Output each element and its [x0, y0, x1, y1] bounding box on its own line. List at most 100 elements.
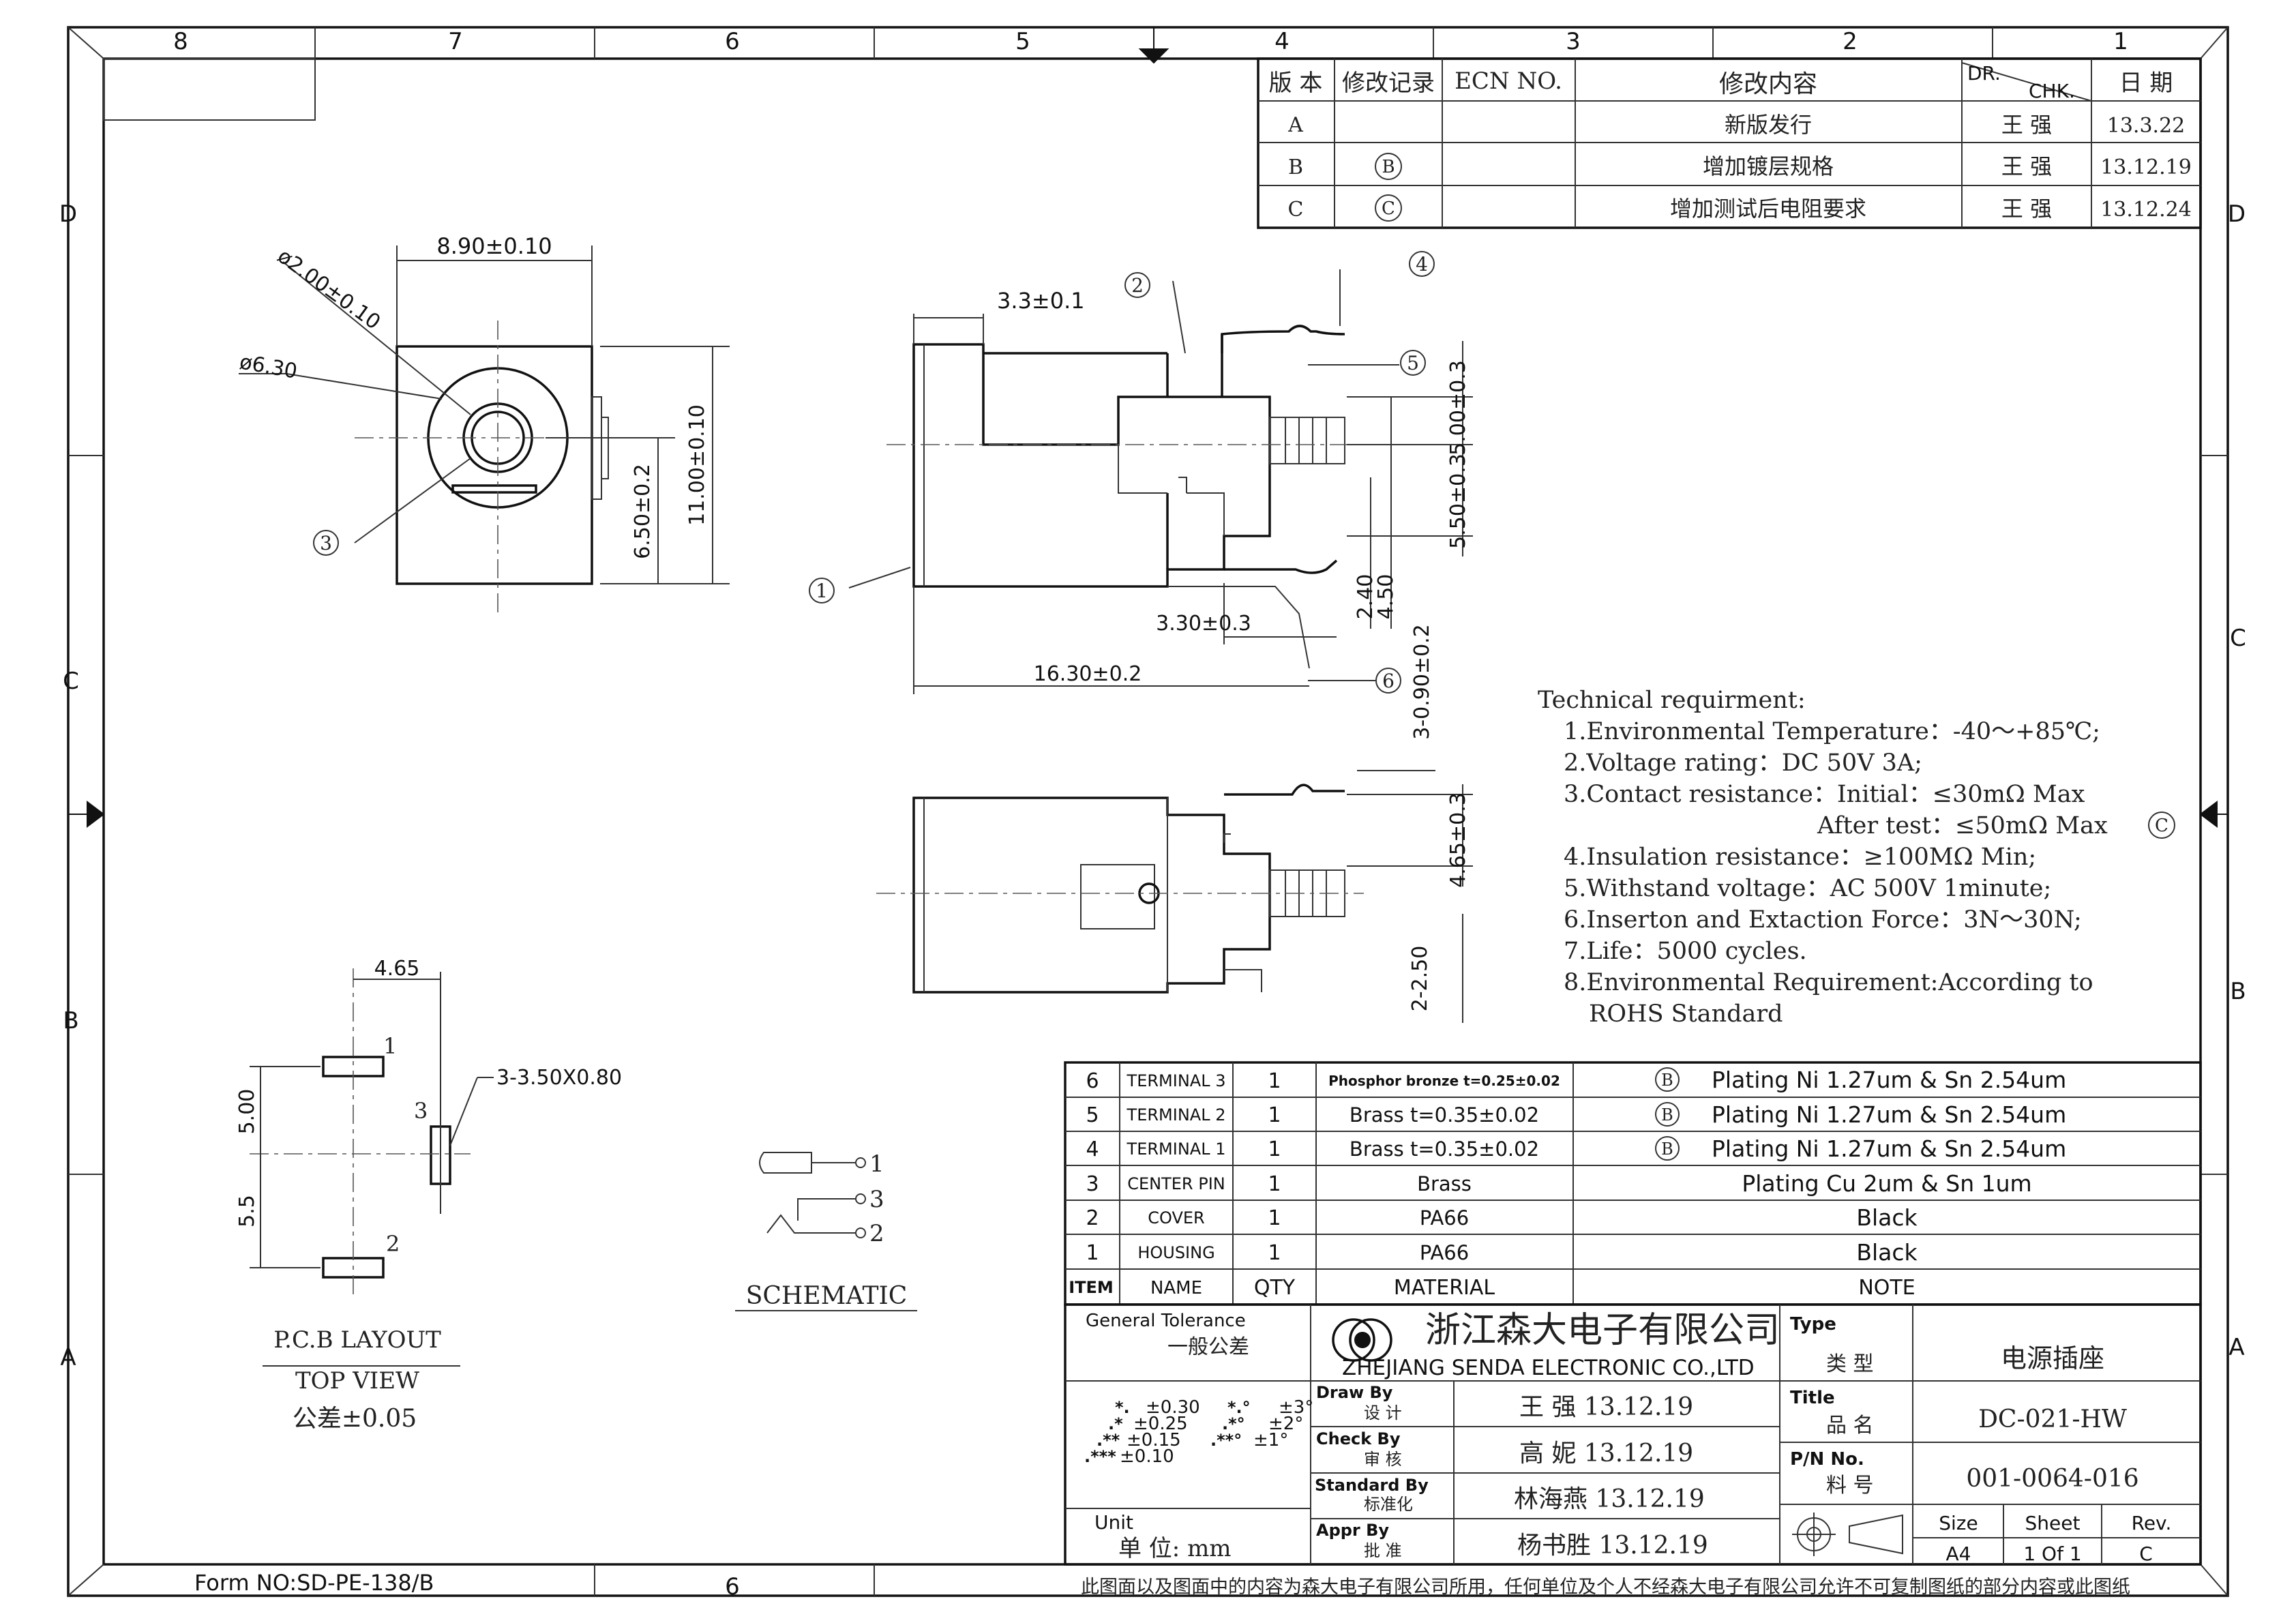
rev-drawer: 王 强: [2001, 112, 2052, 138]
pcb-dim-pitch: 4.65: [374, 957, 420, 981]
bom-name: TERMINAL 2: [1127, 1105, 1226, 1125]
tech-item-3: 3.Contact resistance：Initial：≤30mΩ Max: [1564, 781, 2085, 808]
pcb-pin-3: 3: [414, 1098, 428, 1124]
front-dim-pin-diameter: ø2.00±0.10: [273, 244, 385, 334]
front-dim-width: 8.90±0.10: [436, 233, 552, 259]
row-ticks: [68, 455, 2228, 1175]
bom-material: Brass t=0.35±0.02: [1350, 1103, 1539, 1127]
rev-row-a: A 新版发行 王 强 13.3.22: [1287, 112, 2185, 138]
projection-symbol: [1792, 1513, 1903, 1556]
tolerance-value: ±1°: [1253, 1430, 1288, 1450]
unit-value: 单 位: mm: [1118, 1535, 1232, 1562]
tech-item-8: 8.Environmental Requirement:According to: [1564, 969, 2093, 996]
bom-item: 3: [1086, 1172, 1099, 1196]
pcb-tolerance: 公差±0.05: [293, 1405, 417, 1433]
bom-qty: 1: [1268, 1206, 1281, 1230]
front-dim-height: 11.00±0.10: [685, 404, 709, 526]
row-label-c-right: C: [2230, 625, 2246, 652]
tol-mark: .**: [1097, 1431, 1120, 1450]
tol-mark: .***: [1084, 1447, 1116, 1466]
bom-row-1: 1 HOUSING 1 PA66 Black: [1086, 1239, 1918, 1266]
side-dim-top-height: 5.00±0.3: [1446, 360, 1470, 456]
side-callout-6: 6: [1382, 670, 1395, 692]
company-logo: [1332, 1318, 1392, 1362]
bom-header-name: NAME: [1150, 1278, 1202, 1298]
bom-row-3: 3 CENTER PIN 1 Brass Plating Cu 2um & Sn…: [1086, 1170, 2031, 1197]
rev-date: 13.12.24: [2100, 198, 2192, 222]
rev-label: Rev.: [2132, 1512, 2172, 1534]
tech-item-4: 4.Insulation resistance：≥100MΩ Min;: [1564, 844, 2036, 871]
draw-by-cn: 设 计: [1364, 1403, 1402, 1423]
bom-row-2: 2 COVER 1 PA66 Black: [1086, 1204, 1918, 1231]
company-name-cn: 浙江森大电子有限公司: [1425, 1310, 1780, 1351]
bom-item: 2: [1086, 1206, 1099, 1230]
tol-mark: *.: [1115, 1398, 1130, 1417]
side-callout-2: 2: [1131, 274, 1144, 297]
side-dim-pin-gap: 2.40: [1354, 574, 1377, 620]
tol-mark: *.°: [1227, 1398, 1251, 1417]
tech-item-1: 1.Environmental Temperature：-40～+85℃;: [1564, 718, 2100, 745]
row-label-b-left: B: [63, 1007, 78, 1034]
bottom-view: [876, 784, 1473, 1023]
rev-header-version: 版 本: [1269, 70, 1323, 97]
bom-qty: 1: [1268, 1137, 1281, 1161]
type-label: Type: [1790, 1314, 1836, 1335]
schematic: [735, 1152, 917, 1311]
col-label-2: 2: [1843, 28, 1858, 55]
standard-by-label: Standard By: [1315, 1476, 1429, 1495]
rev-header-content: 修改内容: [1719, 70, 1817, 98]
bom-header-qty: QTY: [1254, 1276, 1296, 1300]
rev-version: C: [1288, 198, 1304, 222]
bom-qty: 1: [1268, 1241, 1281, 1265]
schematic-pin-3: 3: [869, 1186, 884, 1213]
row-label-c-left: C: [63, 668, 79, 695]
bom-material: Phosphor bronze t=0.25±0.02: [1328, 1073, 1560, 1089]
check-by-value: 高 妮 13.12.19: [1519, 1440, 1693, 1468]
rev-value: C: [2139, 1543, 2153, 1565]
form-number: Form NO:SD-PE-138/B: [194, 1570, 434, 1596]
bom-qty: 1: [1268, 1103, 1281, 1127]
tolerance-values: *. .* .** .*** ±0.30 ±0.25 ±0.15 ±0.10 *…: [1084, 1397, 1313, 1467]
type-value: 电源插座: [2001, 1343, 2104, 1373]
side-dim-pin-offset: 3.30±0.3: [1156, 612, 1251, 636]
pcb-dim-lower: 5.5: [235, 1195, 259, 1227]
bom-material: PA66: [1420, 1241, 1469, 1264]
col-label-7: 7: [448, 28, 463, 55]
tech-item-5: 5.Withstand voltage：AC 500V 1minute;: [1564, 875, 2051, 902]
standard-by-row: Standard By 标准化 林海燕 13.12.19: [1315, 1476, 1705, 1514]
bom-item: 1: [1086, 1241, 1099, 1265]
schematic-pin-2: 2: [869, 1220, 884, 1247]
sheet-value: 1 Of 1: [2023, 1543, 2081, 1565]
bom-material: Brass: [1417, 1172, 1472, 1195]
col-label-6: 6: [725, 28, 740, 55]
bom-name: HOUSING: [1137, 1243, 1214, 1262]
tolerance-value: ±3°: [1279, 1397, 1313, 1418]
side-dim-bottom-height: 5.50±0.3: [1446, 453, 1470, 549]
tech-item-8-cont: ROHS Standard: [1589, 1000, 1783, 1028]
bom-note: Black: [1856, 1204, 1918, 1231]
row-label-a-left: A: [60, 1344, 76, 1371]
tech-heading: Technical requirment:: [1538, 687, 1806, 714]
title-label: Title: [1790, 1388, 1835, 1408]
rev-version: B: [1288, 155, 1303, 179]
tol-mark: .*°: [1222, 1414, 1245, 1433]
row-label-a-right: A: [2228, 1334, 2244, 1361]
rev-row-b: B B 增加镀层规格 王 强 13.12.19: [1288, 153, 2192, 180]
appr-by-row: Appr By 批 准 杨书胜 13.12.19: [1316, 1521, 1708, 1560]
draw-by-row: Draw By 设 计 王 强 13.12.19: [1316, 1383, 1693, 1423]
rev-version: A: [1287, 113, 1303, 137]
bottom-dim-offset: 4.65±0.3: [1446, 792, 1470, 888]
pcb-pin-1: 1: [383, 1033, 397, 1059]
tolerance-value: ±0.10: [1120, 1446, 1174, 1467]
rev-content: 增加测试后电阻要求: [1670, 196, 1866, 222]
side-callout-4: 4: [1416, 253, 1428, 276]
bottom-dim-pitch: 2-2.50: [1408, 946, 1432, 1012]
bom-note: Plating Cu 2um & Sn 1um: [1742, 1170, 2031, 1197]
bom-item: 5: [1086, 1103, 1099, 1127]
col-label-5: 5: [1015, 28, 1030, 55]
bom-header-note: NOTE: [1858, 1276, 1915, 1300]
draw-by-value: 王 强 13.12.19: [1519, 1393, 1693, 1421]
side-dim-pin-width: 3-0.90±0.2: [1410, 624, 1434, 740]
side-callout-5: 5: [1407, 352, 1419, 374]
tolerance-value: ±2°: [1268, 1414, 1303, 1434]
